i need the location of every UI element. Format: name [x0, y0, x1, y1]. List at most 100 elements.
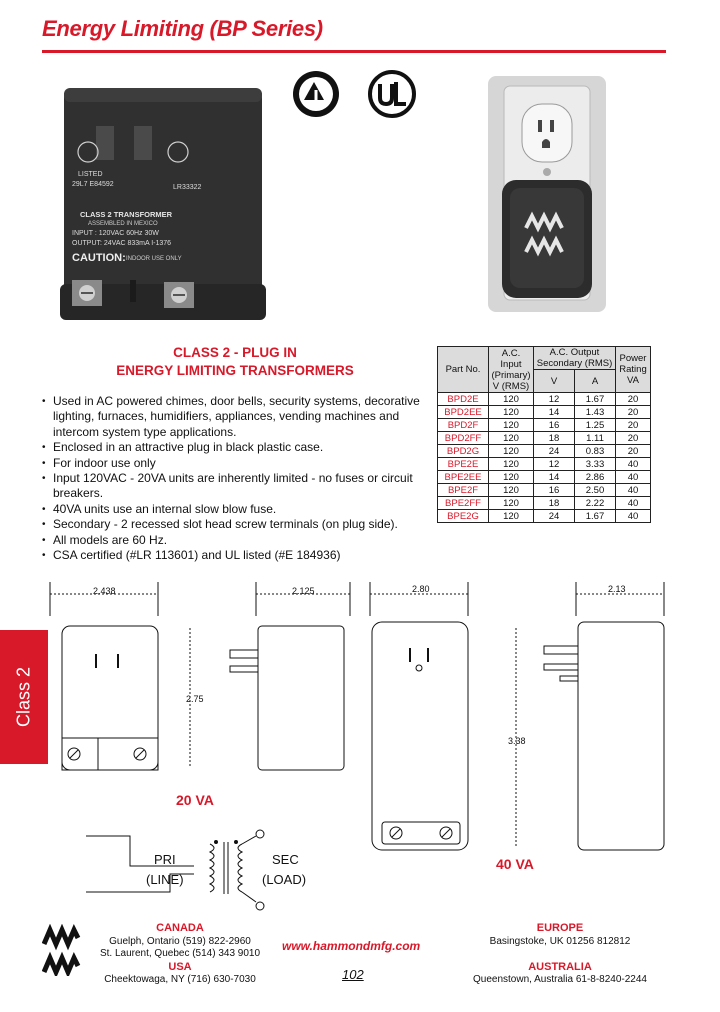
part-number-cell: BPE2F — [437, 483, 489, 497]
table-cell: 12 — [533, 392, 575, 406]
table-cell: 1.43 — [574, 405, 616, 419]
dim-20va-depth: 2.125 — [292, 586, 315, 596]
table-cell: 20 — [615, 392, 651, 406]
transformer-photo: LISTED 29L7 E84592 LR33322 CLASS 2 TRANS… — [58, 84, 268, 324]
table-cell: 40 — [615, 483, 651, 497]
table-cell: 40 — [615, 457, 651, 471]
dim-40va-depth: 2.13 — [608, 584, 626, 594]
table-cell: 20 — [615, 418, 651, 432]
schematic-pri: PRI — [154, 852, 176, 867]
side-tab-class2: Class 2 — [0, 630, 48, 764]
feature-item: Input 120VAC - 20VA units are inherently… — [40, 471, 420, 502]
feature-item: All models are 60 Hz. — [40, 533, 420, 549]
table-cell: 14 — [533, 405, 575, 419]
footer-page-number: 102 — [342, 967, 364, 982]
feature-item: Used in AC powered chimes, door bells, s… — [40, 394, 420, 440]
th-power: Power Rating VA — [615, 346, 651, 393]
label-40va: 40 VA — [496, 856, 534, 872]
part-number-cell: BPE2G — [437, 509, 489, 523]
table-cell: 3.33 — [574, 457, 616, 471]
table-cell: 24 — [533, 444, 575, 458]
table-cell: 120 — [488, 444, 534, 458]
table-cell: 20 — [615, 444, 651, 458]
table-cell: 24 — [533, 509, 575, 523]
ul-logo — [366, 68, 418, 125]
table-cell: 20 — [615, 431, 651, 445]
table-cell: 2.86 — [574, 470, 616, 484]
dimension-drawings — [49, 582, 665, 911]
photo-indoor: INDOOR USE ONLY — [126, 256, 182, 262]
footer-europe: EUROPE — [536, 922, 584, 934]
photo-class2: CLASS 2 TRANSFORMER — [80, 210, 173, 219]
dim-20va-width: 2.438 — [93, 586, 116, 596]
footer-usa-line1: Cheektowaga, NY (716) 630-7030 — [104, 974, 256, 985]
table-cell: 40 — [615, 509, 651, 523]
table-cell: 14 — [533, 470, 575, 484]
table-cell: 20 — [615, 405, 651, 419]
table-cell: 120 — [488, 470, 534, 484]
footer-canada: CANADA — [156, 922, 204, 934]
feature-item: For indoor use only — [40, 456, 420, 472]
table-cell: 120 — [488, 483, 534, 497]
feature-item: CSA certified (#LR 113601) and UL listed… — [40, 548, 420, 564]
schematic-load: (LOAD) — [262, 872, 307, 887]
part-number-cell: BPD2EE — [437, 405, 489, 419]
footer-canada-line2: St. Laurent, Quebec (514) 343 9010 — [99, 948, 261, 959]
schematic-sec: SEC — [272, 852, 299, 867]
table-cell: 16 — [533, 483, 575, 497]
table-cell: 2.22 — [574, 496, 616, 510]
table-cell: 40 — [615, 470, 651, 484]
section-heading-line2: ENERGY LIMITING TRANSFORMERS — [116, 363, 354, 378]
th-input: A.C. Input (Primary) V (RMS) — [488, 346, 534, 393]
footer-website-link[interactable]: www.hammondmfg.com — [282, 939, 421, 953]
photo-ul-number: 29L7 E84592 — [72, 181, 114, 188]
th-output: A.C. Output Secondary (RMS) — [533, 346, 616, 370]
part-number-cell: BPE2FF — [437, 496, 489, 510]
table-cell: 120 — [488, 496, 534, 510]
table-cell: 1.67 — [574, 509, 616, 523]
table-cell: 2.50 — [574, 483, 616, 497]
table-cell: 1.25 — [574, 418, 616, 432]
part-number-cell: BPD2G — [437, 444, 489, 458]
feature-item: Secondary - 2 recessed slot head screw t… — [40, 517, 420, 533]
th-volts: V — [533, 369, 575, 393]
label-20va: 20 VA — [176, 792, 214, 808]
page-title: Energy Limiting (BP Series) — [42, 16, 323, 41]
footer-europe-line1: Basingstoke, UK 01256 812812 — [489, 936, 631, 947]
table-cell: 12 — [533, 457, 575, 471]
th-part-no: Part No. — [437, 346, 489, 393]
table-cell: 120 — [488, 457, 534, 471]
table-cell: 18 — [533, 431, 575, 445]
table-cell: 40 — [615, 496, 651, 510]
table-cell: 120 — [488, 509, 534, 523]
part-number-cell: BPD2E — [437, 392, 489, 406]
features-list: Used in AC powered chimes, door bells, s… — [40, 394, 420, 564]
photo-assembled: ASSEMBLED IN MEXICO — [88, 221, 158, 227]
spec-table: Part No. A.C. Input (Primary) V (RMS) A.… — [437, 346, 651, 523]
part-number-cell: BPE2E — [437, 457, 489, 471]
footer-australia-line1: Queenstown, Australia 61-8-8240-2244 — [472, 974, 647, 985]
dim-40va-width: 2.80 — [412, 584, 430, 594]
table-cell: 16 — [533, 418, 575, 432]
table-cell: 120 — [488, 418, 534, 432]
table-cell: 1.11 — [574, 431, 616, 445]
part-number-cell: BPD2FF — [437, 431, 489, 445]
csa-logo — [290, 68, 342, 125]
wall-outlet-photo — [488, 76, 606, 312]
footer-canada-line1: Guelph, Ontario (519) 822-2960 — [109, 936, 251, 947]
photo-output: OUTPUT: 24VAC 833mA I-1376 — [72, 240, 172, 247]
footer-usa: USA — [168, 961, 192, 973]
title-rule — [42, 50, 666, 53]
section-heading-line1: CLASS 2 - PLUG IN — [173, 345, 297, 360]
part-number-cell: BPD2F — [437, 418, 489, 432]
